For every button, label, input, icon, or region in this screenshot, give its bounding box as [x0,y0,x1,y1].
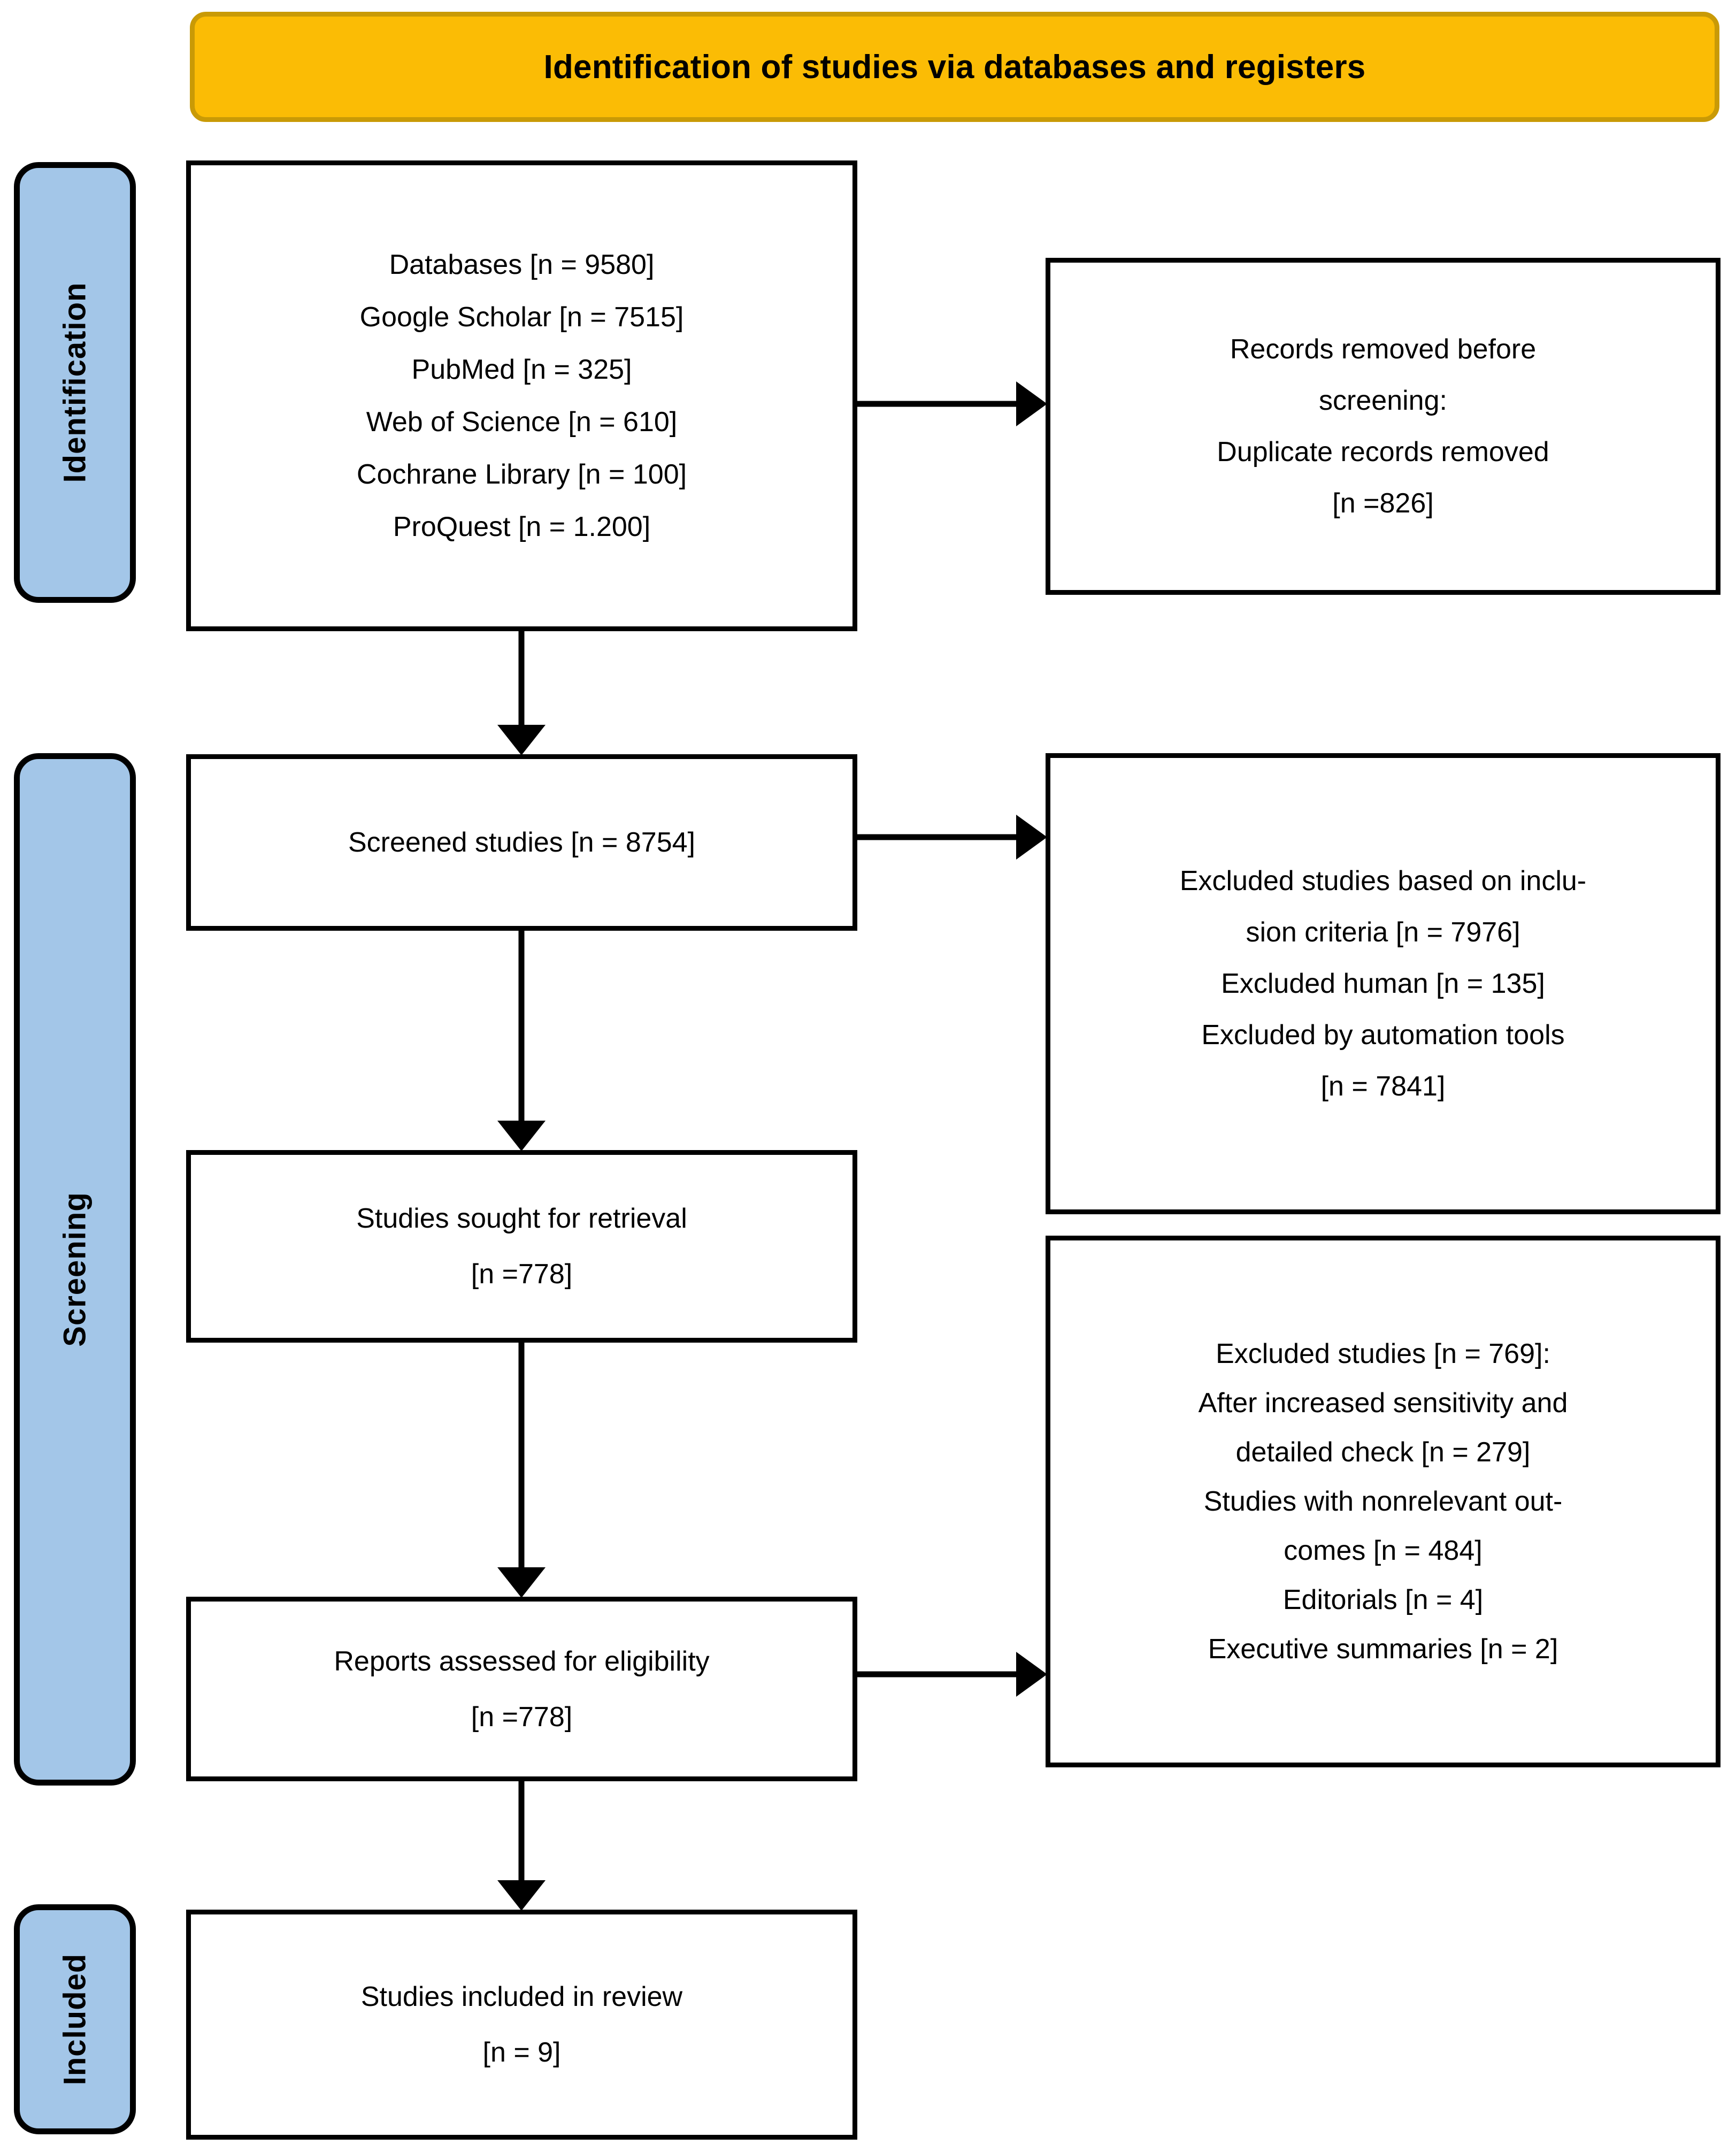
box-line: Databases [n = 9580] [389,249,655,280]
box-line: [n = 7841] [1320,1071,1446,1102]
box-line: After increased sensitivity and [1198,1388,1568,1419]
box-line: [n =778] [471,1701,573,1733]
box-line: [n =778] [471,1259,573,1290]
box-line: comes [n = 484] [1284,1535,1482,1566]
box-line: screening: [1319,385,1447,416]
connector-screened-to-excluded-criteria [857,815,1047,860]
records-identified-box: Databases [n = 9580] Google Scholar [n =… [186,160,857,631]
stage-label-included: Included [14,1904,136,2134]
box-line: Web of Science [n = 610] [366,407,678,438]
box-line: Studies sought for retrieval [356,1203,687,1234]
reports-assessed-box: Reports assessed for eligibility [n =778… [186,1597,857,1781]
box-line: detailed check [n = 279] [1235,1437,1531,1468]
box-line: sion criteria [n = 7976] [1246,917,1520,948]
page-title: Identification of studies via databases … [543,48,1366,86]
box-line: Editorials [n = 4] [1282,1584,1484,1615]
box-line: Studies with nonrelevant out- [1203,1486,1563,1517]
box-line: [n =826] [1332,488,1434,519]
box-line: Google Scholar [n = 7515] [359,302,684,333]
diagram-title-banner: Identification of studies via databases … [190,12,1719,122]
box-line: Duplicate records removed [1217,436,1549,468]
connector-sources-to-removed [857,381,1047,426]
box-line: [n = 9] [482,2037,561,2068]
stage-label-included-text: Included [57,1953,93,2086]
connector-sought-to-assessed [497,1343,546,1598]
box-line: Excluded human [n = 135] [1221,968,1545,999]
stage-label-identification: Identification [14,162,136,603]
excluded-studies-detail-box: Excluded studies [n = 769]: After increa… [1046,1236,1720,1767]
studies-sought-box: Studies sought for retrieval [n =778] [186,1150,857,1343]
box-line: Cochrane Library [n = 100] [356,459,687,490]
studies-included-box: Studies included in review [n = 9] [186,1910,857,2140]
box-line: PubMed [n = 325] [411,354,632,385]
box-line: Executive summaries [n = 2] [1208,1634,1558,1665]
stage-label-identification-text: Identification [57,282,93,483]
box-line: Screened studies [n = 8754] [348,827,695,858]
box-line: Excluded by automation tools [1201,1020,1565,1051]
connector-assessed-to-excluded-detailed [857,1652,1047,1697]
stage-label-screening-text: Screening [57,1192,93,1347]
connector-sources-to-screened [497,631,546,755]
connector-screened-to-sought [497,931,546,1151]
box-line: Excluded studies [n = 769]: [1216,1338,1550,1369]
box-line: ProQuest [n = 1.200] [393,511,651,542]
connector-assessed-to-included [497,1781,546,1911]
box-line: Excluded studies based on inclu- [1179,865,1587,897]
box-line: Studies included in review [360,1981,683,2012]
excluded-by-criteria-box: Excluded studies based on inclu- sion cr… [1046,753,1720,1214]
box-line: Records removed before [1230,334,1537,365]
stage-label-screening: Screening [14,753,136,1786]
records-removed-box: Records removed before screening: Duplic… [1046,258,1720,595]
box-line: Reports assessed for eligibility [334,1645,710,1677]
screened-studies-box: Screened studies [n = 8754] [186,754,857,931]
